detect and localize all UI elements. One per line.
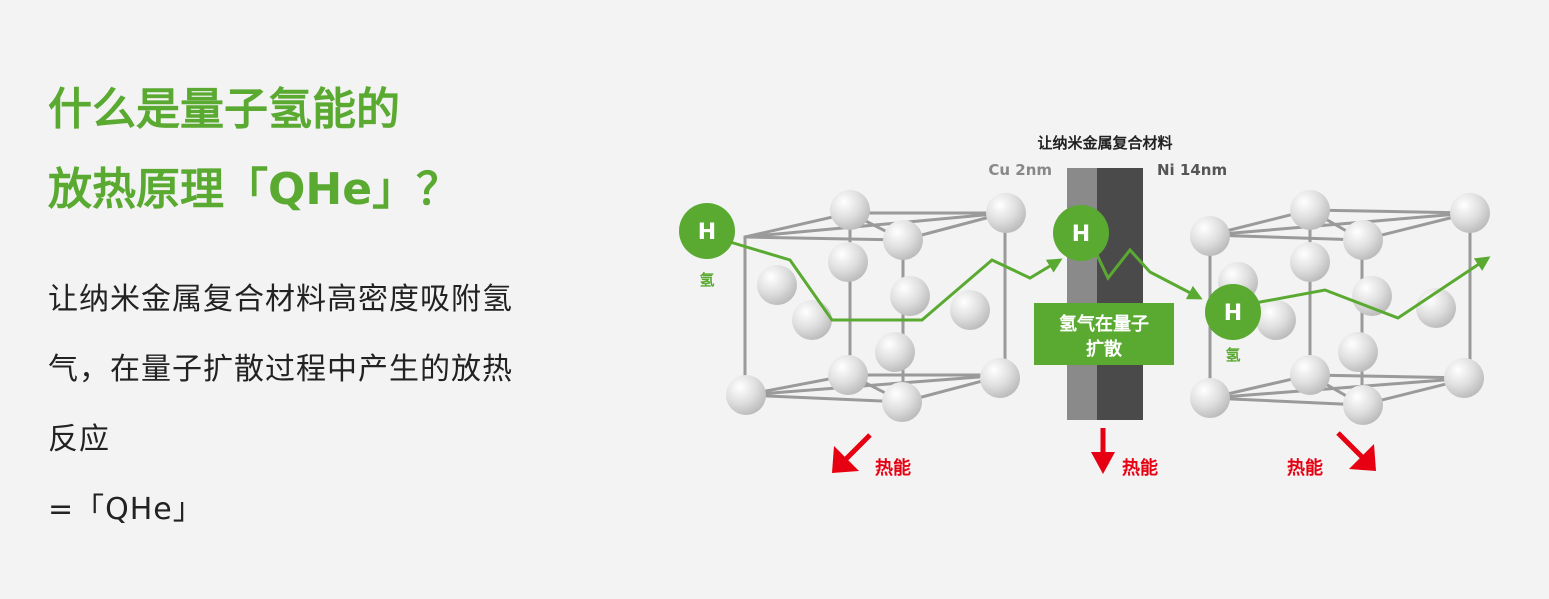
heat-label-left: 热能: [875, 457, 911, 479]
hydrogen-path-arrow: [729, 240, 1063, 322]
description-line-4: =「QHe」: [48, 492, 204, 527]
page-title: 什么是量子氢能的 放热原理「QHe」？: [48, 70, 460, 230]
cu-label: Cu 2nm: [988, 161, 1052, 179]
title-line-1: 什么是量子氢能的: [48, 84, 400, 135]
heat-label-right: 热能: [1287, 457, 1323, 479]
description-line-1: 让纳米金属复合材料高密度吸附氢: [48, 282, 513, 317]
diffusion-label-line-1: 氢气在量子: [1059, 313, 1149, 335]
hydrogen-atom-left: H: [679, 203, 735, 259]
description-line-3: 反应: [48, 422, 110, 457]
heat-label-middle: 热能: [1122, 457, 1158, 479]
qhe-diagram: 让纳米金属复合材料 Cu 2nm Ni 14nm H 氢 H H 氢 氢气在量子…: [679, 134, 1491, 479]
hydrogen-label-right: 氢: [1225, 346, 1240, 364]
hydrogen-path-arrow-middle: [1088, 239, 1203, 300]
hydrogen-atom-middle: H: [1053, 205, 1109, 261]
heat-arrow-left-icon: [832, 433, 872, 473]
ni-label: Ni 14nm: [1157, 161, 1227, 179]
heat-arrow-right-icon: [1336, 431, 1376, 471]
description-line-2: 气，在量子扩散过程中产生的放热: [48, 352, 513, 387]
hydrogen-symbol: H: [1224, 301, 1242, 326]
material-title: 让纳米金属复合材料: [1037, 134, 1172, 152]
hydrogen-label-left: 氢: [699, 271, 714, 289]
hydrogen-symbol: H: [698, 220, 716, 245]
diffusion-label-box: [1034, 303, 1174, 365]
title-line-2: 放热原理「QHe」？: [48, 164, 461, 215]
ni-layer: [1097, 168, 1143, 420]
heat-arrow-middle-icon: [1091, 428, 1115, 474]
hydrogen-atom-right: H: [1205, 284, 1261, 340]
diffusion-label-line-2: 扩散: [1086, 338, 1123, 360]
hydrogen-symbol: H: [1072, 222, 1090, 247]
left-lattice-atoms: [726, 190, 1026, 422]
hydrogen-path-arrow-right: [1254, 256, 1491, 320]
description: 让纳米金属复合材料高密度吸附氢 气，在量子扩散过程中产生的放热 反应 =「QHe…: [48, 265, 513, 545]
